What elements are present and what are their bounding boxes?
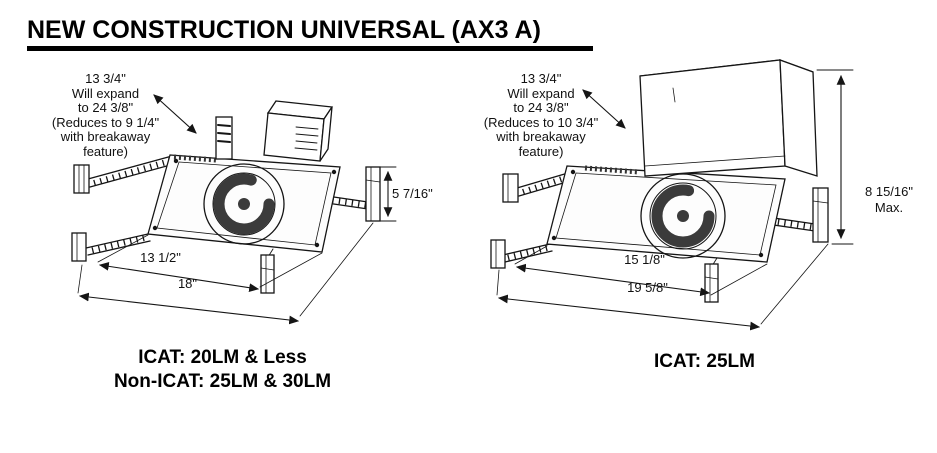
left-caption-line-2: Non-ICAT: 25LM & 30LM	[113, 371, 332, 392]
junction-box	[263, 100, 334, 162]
right-width-dimensions	[496, 243, 829, 331]
title-underline	[27, 46, 593, 51]
note-line: (Reduces to 10 3/4"	[483, 114, 599, 130]
left-expand-note: 13 3/4" Will expand to 24 3/8" (Reduces …	[33, 71, 178, 159]
right-height-dim-note: Max.	[874, 200, 904, 215]
left-height-dim-label: 5 7/16"	[392, 186, 433, 201]
left-outer-width-dim-label: 18"	[177, 276, 198, 291]
right-figure-caption: ICAT: 25LM	[607, 350, 802, 374]
left-fixture-drawing	[71, 94, 397, 325]
note-line: to 24 3/8"	[513, 100, 569, 115]
note-line: with breakaway	[496, 129, 586, 144]
hanger-bar-right	[759, 187, 829, 243]
bottom-bracket	[704, 257, 719, 303]
hanger-bar-upper-left	[73, 155, 175, 194]
note-line: 13 3/4"	[520, 71, 562, 86]
plenum-box	[639, 59, 818, 177]
hanger-bar-right	[319, 166, 381, 222]
mounting-pan	[546, 165, 786, 263]
right-inner-width-dim-label: 15 1/8"	[624, 252, 665, 267]
note-line: feature)	[83, 143, 128, 159]
right-expand-note: 13 3/4" Will expand to 24 3/8" (Reduces …	[466, 71, 616, 159]
left-expand-arrow	[153, 94, 197, 134]
note-line: feature)	[518, 143, 564, 159]
right-outer-width-dim-label: 19 5/8"	[627, 280, 668, 295]
left-caption-line-1: ICAT: 20LM & Less	[138, 347, 307, 368]
left-inner-width-dim-label: 13 1/2"	[140, 250, 181, 265]
right-expand-arrow	[582, 89, 626, 129]
left-figure-caption: ICAT: 20LM & Less Non-ICAT: 25LM & 30LM	[70, 346, 375, 394]
left-width-dimensions	[77, 222, 374, 325]
left-height-dimension	[379, 166, 397, 222]
right-fixture-drawing	[490, 59, 854, 331]
note-line: to 24 3/8"	[77, 100, 134, 115]
aperture	[203, 163, 285, 245]
note-line: (Reduces to 9 1/4"	[51, 114, 160, 130]
aperture	[640, 173, 726, 259]
adjustment-bracket	[215, 116, 233, 160]
right-height-dim-value: 8 15/16"	[865, 184, 913, 199]
page-title: NEW CONSTRUCTION UNIVERSAL (AX3 A)	[27, 16, 541, 44]
right-caption-line-1: ICAT: 25LM	[654, 351, 755, 372]
bottom-bracket	[260, 248, 275, 294]
note-line: with breakaway	[60, 129, 151, 144]
right-height-dim-label: 8 15/16" Max.	[849, 184, 929, 216]
hanger-bar-lower-left	[71, 232, 151, 262]
note-line: 13 3/4"	[85, 71, 126, 86]
right-height-dimension	[816, 69, 854, 245]
note-line: Will expand	[71, 85, 140, 101]
hanger-bar-lower-left	[490, 239, 553, 269]
note-line: Will expand	[507, 85, 575, 101]
